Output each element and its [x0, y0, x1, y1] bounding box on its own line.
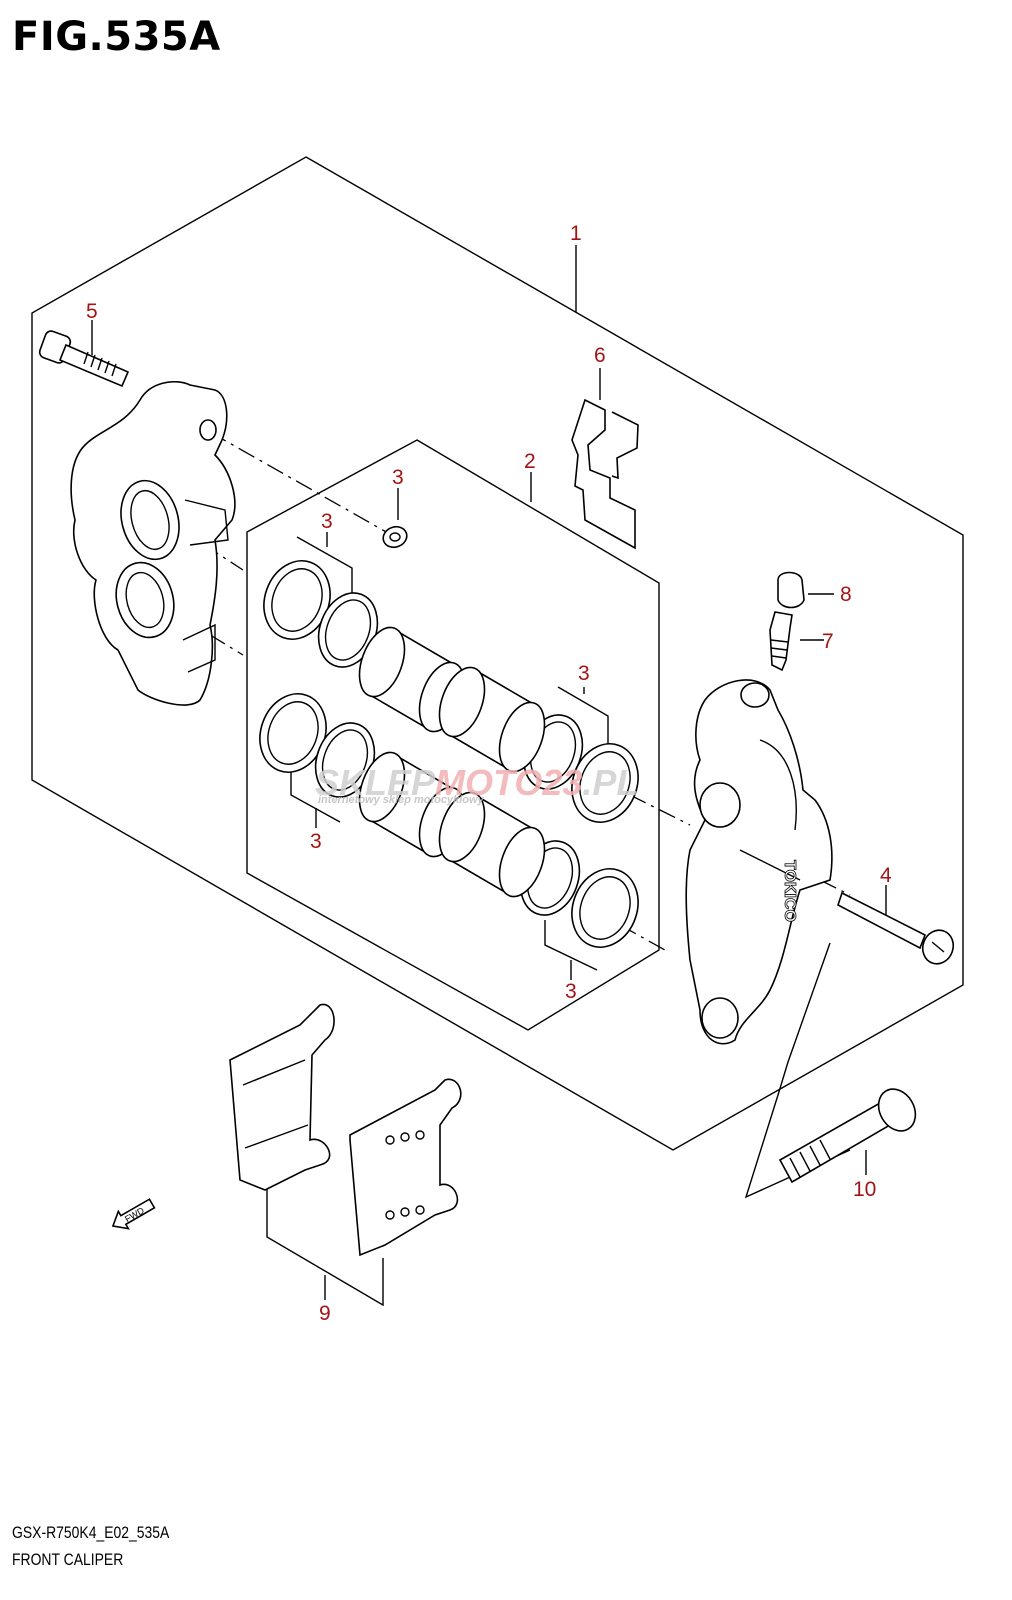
- watermark: SKLEPMOTO23.PL internetowy sklep motocyk…: [315, 762, 638, 806]
- callout-5: 5: [86, 300, 98, 323]
- watermark-brand-b: MOTO: [435, 762, 542, 803]
- brake-pad-rear: [349, 1078, 462, 1257]
- bolt-part-5: [38, 330, 130, 388]
- callout-6: 6: [594, 344, 606, 367]
- pad-spring-part-6: [571, 398, 639, 550]
- seal-set: [259, 525, 639, 948]
- callout-labels: 1 2 6 5 3 3 3 3 3 8 7 4 10 9: [86, 222, 892, 1325]
- assembly-outline: [31, 156, 964, 1151]
- bleeder-cap-part-8: [777, 571, 805, 609]
- callout-2: 2: [524, 450, 536, 473]
- callout-9: 9: [319, 1302, 331, 1325]
- callout-4: 4: [880, 864, 892, 887]
- watermark-tagline: internetowy sklep motocyklowy: [318, 794, 485, 806]
- callout-3-lower-left: 3: [310, 830, 322, 853]
- callout-8: 8: [840, 583, 852, 606]
- callout-3-lower-right: 3: [565, 980, 577, 1003]
- callout-10: 10: [853, 1178, 876, 1201]
- diagram-name: FRONT CALIPER: [12, 1550, 124, 1569]
- callout-3-upper-left: 3: [321, 510, 333, 533]
- brake-pad-front: [229, 1003, 335, 1191]
- callout-1: 1: [570, 222, 582, 245]
- callout-7: 7: [822, 630, 834, 653]
- piston-kit-outline: [246, 439, 660, 1031]
- forward-direction-arrow: FWD: [111, 1198, 156, 1230]
- callout-3-washer: 3: [392, 466, 404, 489]
- bleeder-valve-part-7: [769, 611, 793, 672]
- left-caliper-half: [70, 381, 236, 706]
- bolt-part-4: [837, 891, 955, 965]
- piston-set: [358, 626, 546, 898]
- watermark-brand-c: 23: [541, 762, 582, 803]
- callout-3-upper-right: 3: [578, 662, 590, 685]
- watermark-brand-a: SKLEP: [315, 762, 436, 803]
- caliper-brand-label: TOKICO: [781, 860, 798, 922]
- right-caliper-half: TOKICO: [685, 679, 833, 1045]
- diagram-code: GSX-R750K4_E02_535A: [12, 1523, 170, 1542]
- watermark-brand-d: .PL: [582, 762, 638, 803]
- bolt-part-10: [778, 1088, 917, 1184]
- svg-text:SKLEPMOTO23.PL: SKLEPMOTO23.PL: [315, 762, 638, 803]
- figure-title: FIG.535A: [12, 14, 221, 60]
